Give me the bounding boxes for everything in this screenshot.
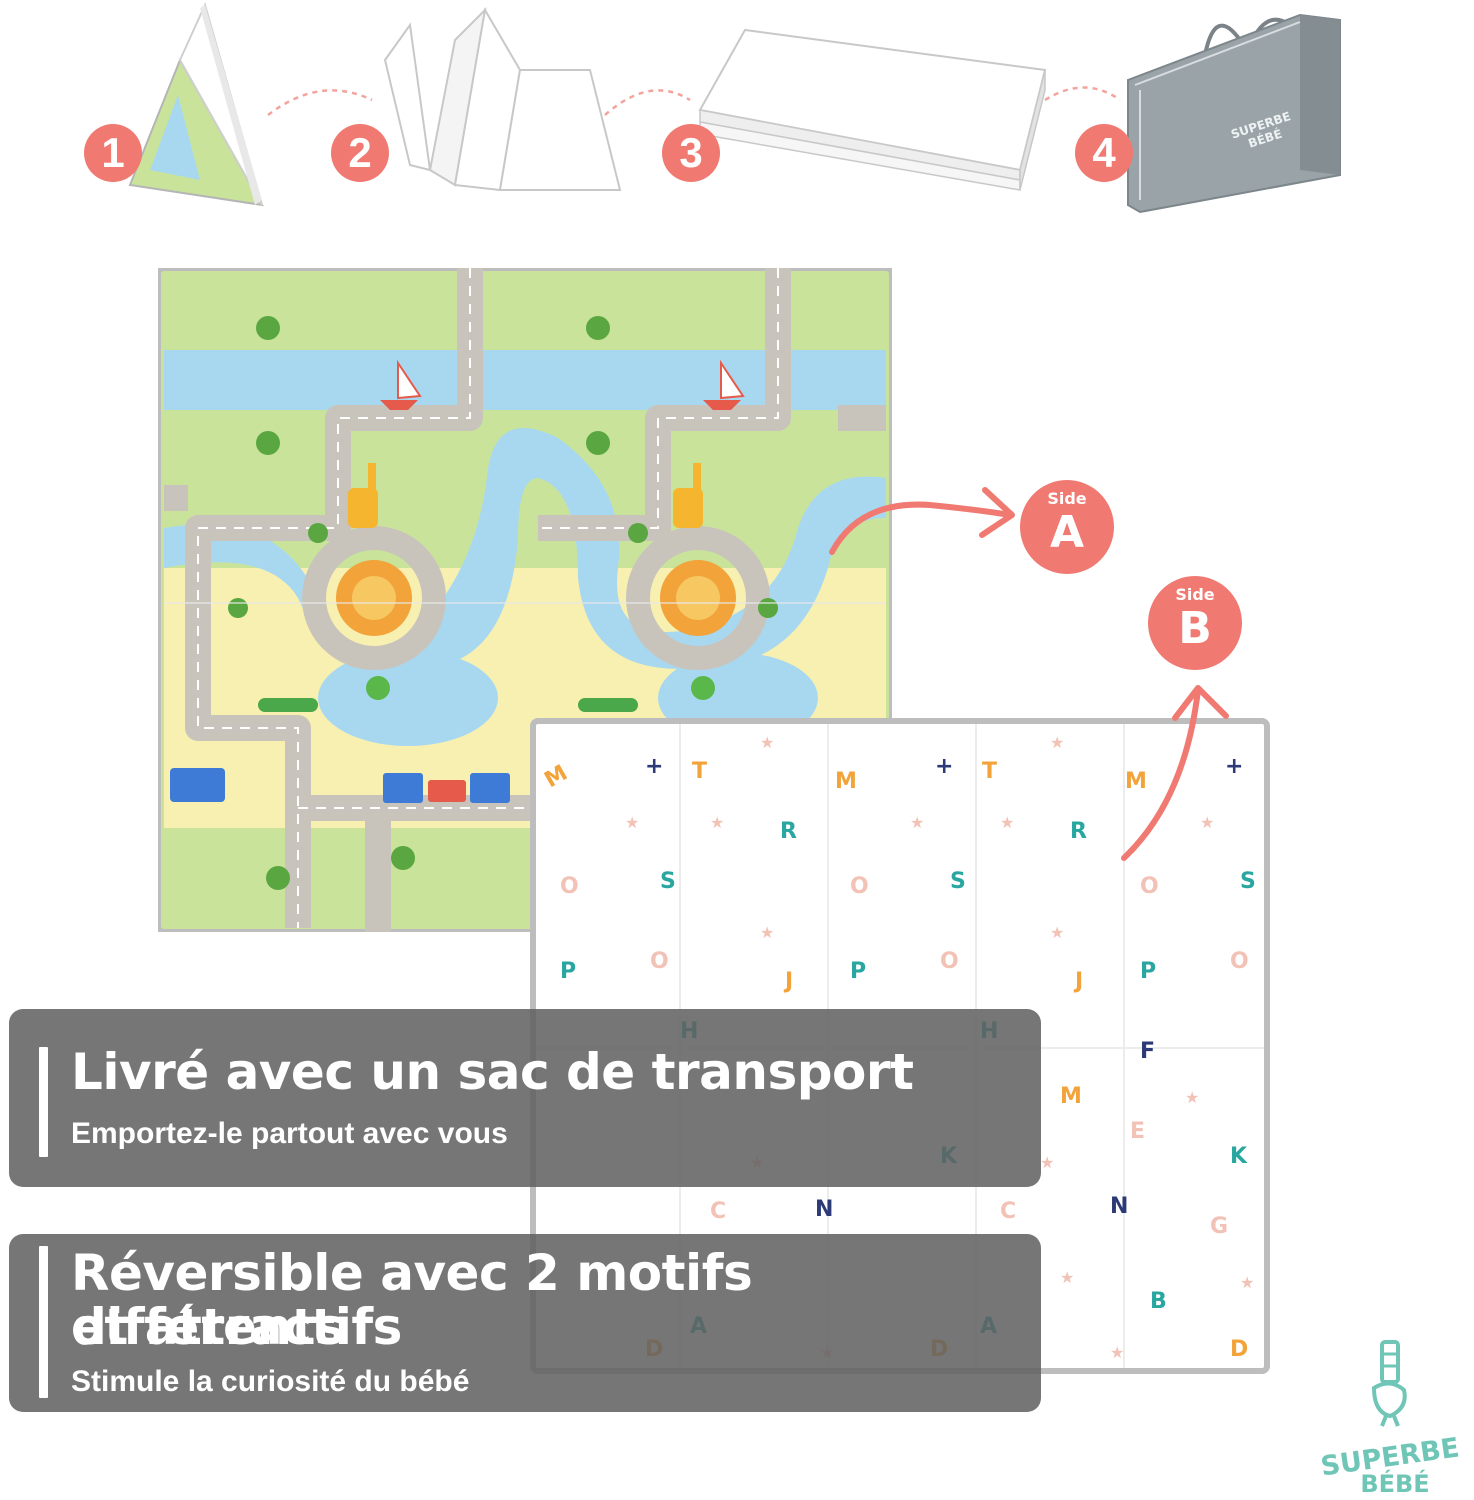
banner-title-line1: Réversible avec 2 motifs différents (71, 1244, 753, 1356)
svg-text:C: C (1000, 1199, 1016, 1224)
svg-text:★: ★ (1050, 923, 1064, 942)
svg-text:G: G (1210, 1214, 1228, 1239)
svg-text:M: M (1060, 1084, 1082, 1109)
svg-text:★: ★ (625, 813, 639, 832)
svg-text:P: P (560, 959, 576, 984)
side-a-letter: A (1049, 507, 1085, 558)
side-b-arrow (1121, 687, 1201, 861)
svg-text:J: J (1073, 969, 1083, 994)
svg-text:+: + (645, 754, 663, 779)
side-a-badge: Side A (1020, 480, 1114, 574)
step-4-badge: 4 (1075, 124, 1133, 182)
svg-text:O: O (1140, 874, 1159, 899)
svg-text:★: ★ (1050, 733, 1064, 752)
step-arrow-1 (267, 89, 373, 116)
banner-reversible: Réversible avec 2 motifs différents et a… (9, 1234, 1041, 1412)
svg-text:+: + (1225, 754, 1243, 779)
side-b-letter: B (1178, 603, 1212, 654)
svg-text:R: R (1070, 819, 1087, 844)
side-b-label: Side (1175, 585, 1215, 604)
banner-carry-bag: Livré avec un sac de transport Emportez-… (9, 1009, 1041, 1187)
step1-mat-image (128, 2, 264, 207)
svg-text:R: R (780, 819, 797, 844)
banner-subtitle: Stimule la curiosité du bébé (71, 1365, 470, 1398)
step3-mat-image (698, 28, 1047, 191)
svg-text:D: D (1230, 1337, 1248, 1362)
svg-text:★: ★ (1060, 1268, 1074, 1287)
svg-text:★: ★ (910, 813, 924, 832)
svg-text:S: S (660, 869, 676, 894)
svg-text:C: C (710, 1199, 726, 1224)
svg-text:S: S (950, 869, 966, 894)
banner-subtitle: Emportez-le partout avec vous (71, 1117, 508, 1150)
brand-logo-mascot (1371, 1340, 1407, 1427)
svg-text:★: ★ (760, 923, 774, 942)
svg-text:J: J (783, 969, 793, 994)
svg-text:★: ★ (1040, 1153, 1054, 1172)
svg-text:N: N (1110, 1194, 1128, 1219)
svg-text:O: O (940, 949, 959, 974)
brand-logo-line2: BÉBÉ (1360, 1470, 1430, 1498)
svg-text:O: O (650, 949, 669, 974)
svg-text:★: ★ (1185, 1088, 1199, 1107)
svg-text:P: P (1140, 959, 1156, 984)
svg-text:★: ★ (1000, 813, 1014, 832)
side-a-label: Side (1047, 489, 1087, 508)
svg-text:O: O (1230, 949, 1249, 974)
svg-text:B: B (1150, 1289, 1167, 1314)
svg-text:O: O (850, 874, 869, 899)
svg-text:★: ★ (1240, 1273, 1254, 1292)
banner-title: Livré avec un sac de transport (71, 1043, 914, 1101)
step-1-badge: 1 (84, 124, 142, 182)
step2-mat-image (383, 7, 622, 192)
banner-accent-bar (39, 1047, 48, 1157)
step-arrow-2 (604, 89, 691, 116)
svg-text:F: F (1140, 1039, 1155, 1064)
svg-text:K: K (1230, 1144, 1248, 1169)
svg-text:S: S (1240, 869, 1256, 894)
side-b-badge: Side B (1148, 576, 1242, 670)
folding-steps: 1 2 3 4 SUPERBE BÉBÉ (0, 0, 1474, 230)
svg-text:M: M (1125, 769, 1147, 794)
svg-text:E: E (1130, 1119, 1145, 1144)
svg-text:★: ★ (760, 733, 774, 752)
svg-text:T: T (982, 759, 997, 784)
svg-text:O: O (560, 874, 579, 899)
svg-text:★: ★ (1200, 813, 1214, 832)
brand-logo: SUPERBE BÉBÉ (1300, 1338, 1474, 1498)
svg-text:N: N (815, 1197, 833, 1222)
step-3-badge: 3 (662, 124, 720, 182)
svg-text:+: + (935, 754, 953, 779)
svg-text:★: ★ (1110, 1343, 1124, 1362)
step4-bag-image (1127, 13, 1341, 214)
side-a-arrow (829, 501, 1013, 555)
step-2-badge: 2 (331, 124, 389, 182)
svg-text:T: T (692, 759, 707, 784)
banner-title-line2: et attractifs (71, 1298, 402, 1356)
svg-text:★: ★ (710, 813, 724, 832)
svg-text:M: M (835, 769, 857, 794)
step-arrow-3 (1044, 86, 1121, 102)
svg-text:P: P (850, 959, 866, 984)
folding-illustration (128, 2, 1341, 214)
banner-accent-bar (39, 1246, 48, 1398)
